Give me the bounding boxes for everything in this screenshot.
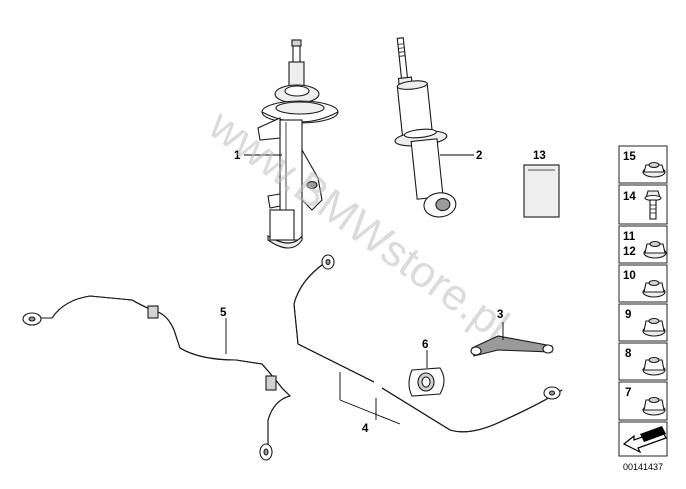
fastener-row-10[interactable]: 10 bbox=[618, 264, 668, 303]
flange-nut-icon bbox=[642, 161, 666, 178]
fastener-label-15: 15 bbox=[623, 151, 636, 163]
fastener-label-11: 11 bbox=[623, 231, 636, 243]
callout-4: 4 bbox=[362, 423, 369, 435]
fastener-row-11-12[interactable]: 11 12 bbox=[618, 225, 668, 264]
rubber-bushing[interactable] bbox=[408, 367, 445, 397]
callout-6: 6 bbox=[422, 339, 428, 351]
rear-stabilizer[interactable] bbox=[293, 254, 563, 433]
callout-2: 2 bbox=[476, 150, 482, 162]
fastener-row-14[interactable]: 14 bbox=[618, 184, 668, 225]
drop-link[interactable] bbox=[470, 335, 554, 357]
flange-nut-icon bbox=[643, 240, 667, 259]
callout-13: 13 bbox=[533, 150, 546, 162]
fastener-row-8[interactable]: 8 bbox=[618, 342, 668, 381]
callout-3: 3 bbox=[497, 309, 503, 321]
fastener-label-9: 9 bbox=[625, 309, 631, 321]
catalog-number: 00141437 bbox=[623, 462, 663, 472]
fastener-column: 15 14 11 12 bbox=[618, 145, 668, 457]
fastener-row-7[interactable]: 7 bbox=[618, 381, 668, 421]
arrow-icon bbox=[622, 426, 667, 454]
next-page-button[interactable] bbox=[618, 421, 668, 457]
flange-nut-icon bbox=[642, 356, 666, 376]
fastener-row-9[interactable]: 9 bbox=[618, 303, 668, 342]
flange-nut-icon bbox=[642, 279, 666, 298]
flange-nut-icon bbox=[642, 317, 666, 337]
bolt-icon bbox=[644, 190, 662, 220]
front-strut[interactable] bbox=[257, 39, 339, 249]
fastener-label-12: 12 bbox=[623, 246, 636, 258]
flange-nut-icon bbox=[642, 396, 666, 416]
shock-absorber[interactable] bbox=[384, 34, 457, 221]
fastener-label-8: 8 bbox=[625, 348, 632, 360]
label-card[interactable] bbox=[523, 164, 560, 218]
front-stabilizer[interactable] bbox=[22, 295, 292, 461]
callout-5: 5 bbox=[220, 307, 227, 319]
fastener-row-15[interactable]: 15 bbox=[618, 145, 668, 184]
fastener-label-7: 7 bbox=[625, 387, 631, 399]
fastener-label-14: 14 bbox=[623, 191, 636, 203]
callout-1: 1 bbox=[234, 150, 241, 162]
watermark: www.BMWstore.pl bbox=[199, 100, 517, 350]
fastener-label-10: 10 bbox=[623, 270, 636, 282]
